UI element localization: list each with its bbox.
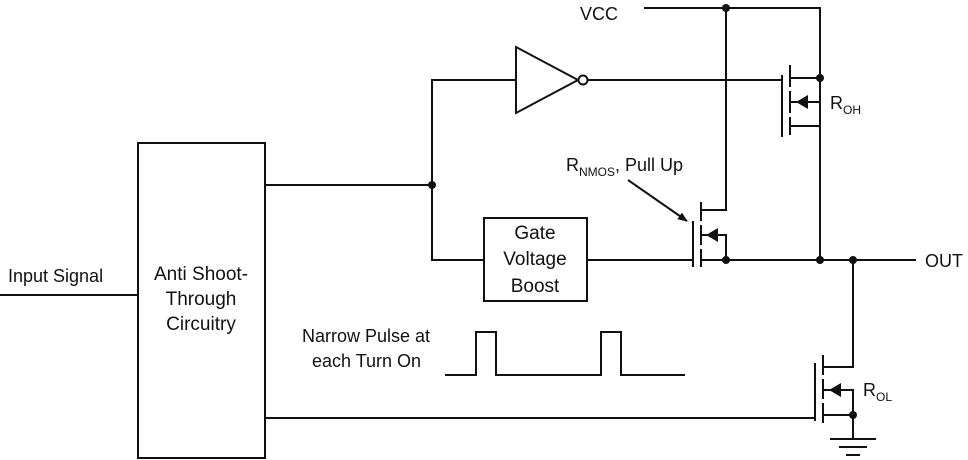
junction-dot (849, 256, 857, 264)
pmos-high-side-transistor (781, 65, 821, 137)
gate-voltage-boost-block: Gate Voltage Boost (483, 217, 588, 302)
out-label: OUT (925, 251, 963, 271)
anti-shoot-through-block: Anti Shoot- Through Circuitry (137, 142, 266, 459)
junction-dot (722, 4, 730, 12)
input-signal-label: Input Signal (8, 266, 103, 286)
r-oh-label: ROH (830, 93, 861, 117)
ground-symbol (830, 438, 876, 456)
boost-label-line1: Gate (514, 223, 555, 244)
block-label-line1: Anti Shoot- (154, 264, 248, 285)
junction-dot (428, 181, 436, 189)
boost-label-line3: Boost (511, 276, 560, 297)
inverter-symbol (515, 45, 589, 115)
junction-dot (816, 256, 824, 264)
r-ol-label: ROL (863, 380, 892, 404)
boost-label-line2: Voltage (503, 249, 566, 270)
nmos-low-side-transistor (814, 355, 854, 423)
narrow-pulse-waveform (445, 331, 685, 376)
block-label-line3: Circuitry (166, 314, 236, 335)
pulse-label-line2: each Turn On (312, 351, 421, 371)
junctions (428, 4, 857, 419)
r-nmos-label: RNMOS, Pull Up (566, 155, 683, 179)
pulse-label-line1: Narrow Pulse at (302, 326, 430, 346)
r-nmos-pointer-arrow (627, 179, 688, 222)
vcc-label: VCC (580, 4, 618, 24)
block-label-line2: Through (166, 289, 237, 310)
wires (0, 7, 916, 439)
nmos-pull-up-transistor (692, 202, 727, 267)
